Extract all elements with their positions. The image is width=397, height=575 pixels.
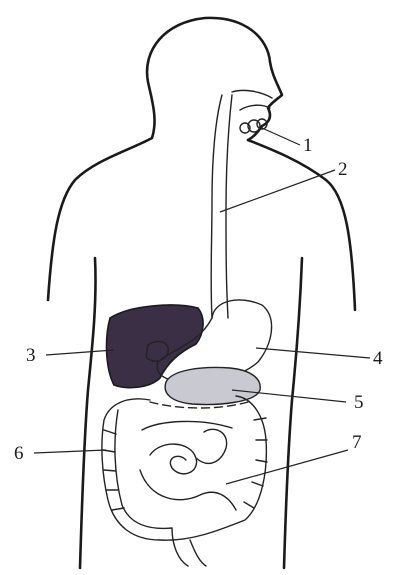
leader-4 bbox=[256, 348, 370, 358]
label-4: 4 bbox=[373, 348, 383, 369]
label-7: 7 bbox=[352, 432, 362, 453]
leader-6 bbox=[34, 450, 106, 453]
leader-2 bbox=[220, 170, 335, 212]
intestine-haustra bbox=[103, 418, 267, 510]
esophagus bbox=[211, 95, 232, 318]
label-3: 3 bbox=[26, 345, 36, 366]
label-6: 6 bbox=[14, 443, 24, 464]
torso-left-outline bbox=[80, 258, 96, 568]
torso-right-outline bbox=[284, 258, 302, 568]
body-outline bbox=[48, 18, 282, 300]
label-5: 5 bbox=[354, 392, 364, 413]
leader-3 bbox=[46, 350, 114, 355]
oral-cavity bbox=[232, 90, 272, 110]
leader-1 bbox=[262, 128, 300, 145]
small-intestine bbox=[140, 421, 236, 510]
label-2: 2 bbox=[338, 159, 348, 180]
label-1: 1 bbox=[303, 135, 313, 156]
